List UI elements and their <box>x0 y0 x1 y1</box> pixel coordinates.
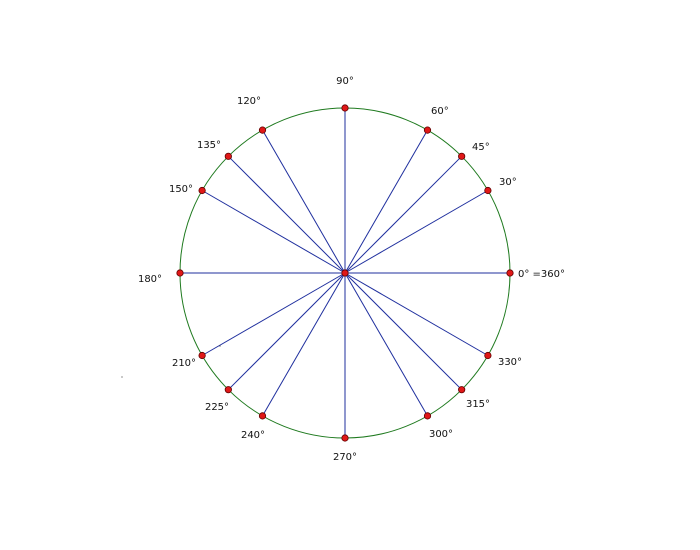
label-angle-210: 210° <box>172 358 196 369</box>
label-angle-0: 0° =360° <box>518 269 565 280</box>
point-angle-30 <box>484 186 492 195</box>
radius-angle-210 <box>201 272 346 356</box>
radius-angle-60 <box>344 129 428 274</box>
radius-angle-45 <box>344 155 463 274</box>
radius-angle-30 <box>344 190 489 274</box>
point-angle-225 <box>224 386 232 394</box>
label-angle-315: 315° <box>466 399 490 410</box>
label-angle-135: 135° <box>197 140 221 151</box>
label-angle-180: 180° <box>138 274 162 285</box>
stray-dot <box>121 376 123 378</box>
label-angle-225: 225° <box>205 402 229 413</box>
point-angle-300 <box>423 412 432 420</box>
point-angle-90 <box>341 104 349 112</box>
radius-angle-330 <box>344 272 489 356</box>
radius-angle-240 <box>262 272 346 417</box>
point-angle-210 <box>198 351 206 360</box>
label-angle-270: 270° <box>333 452 357 463</box>
label-angle-330: 330° <box>498 357 522 368</box>
label-angle-90: 90° <box>336 76 354 87</box>
point-angle-135 <box>224 152 232 160</box>
radius-angle-225 <box>227 272 346 391</box>
label-angle-45: 45° <box>472 142 490 153</box>
radius-angle-120 <box>262 129 346 274</box>
point-angle-270 <box>341 434 349 442</box>
point-angle-0 <box>506 269 514 277</box>
labels-group: 0° =360° 30° 45° 60° 90° 120° 135° 150° 180° 210°… <box>138 76 565 463</box>
radius-angle-300 <box>344 272 428 417</box>
radius-angle-150 <box>201 190 346 274</box>
radius-angle-315 <box>344 272 463 391</box>
stray-dot <box>219 345 221 347</box>
label-angle-60: 60° <box>431 106 449 117</box>
point-angle-240 <box>258 412 267 420</box>
points-group <box>176 104 514 442</box>
radii-group <box>180 108 510 438</box>
label-angle-120: 120° <box>237 96 261 107</box>
label-angle-240: 240° <box>241 430 265 441</box>
point-angle-180 <box>176 269 184 277</box>
center-point <box>341 269 349 277</box>
point-angle-330 <box>484 351 492 360</box>
point-angle-120 <box>258 126 267 134</box>
point-angle-315 <box>458 386 466 394</box>
point-angle-60 <box>423 126 432 134</box>
label-angle-30: 30° <box>499 177 517 188</box>
point-angle-150 <box>198 186 206 195</box>
point-angle-45 <box>458 152 466 160</box>
label-angle-150: 150° <box>169 184 193 195</box>
label-angle-300: 300° <box>429 429 453 440</box>
radius-angle-135 <box>227 155 346 274</box>
